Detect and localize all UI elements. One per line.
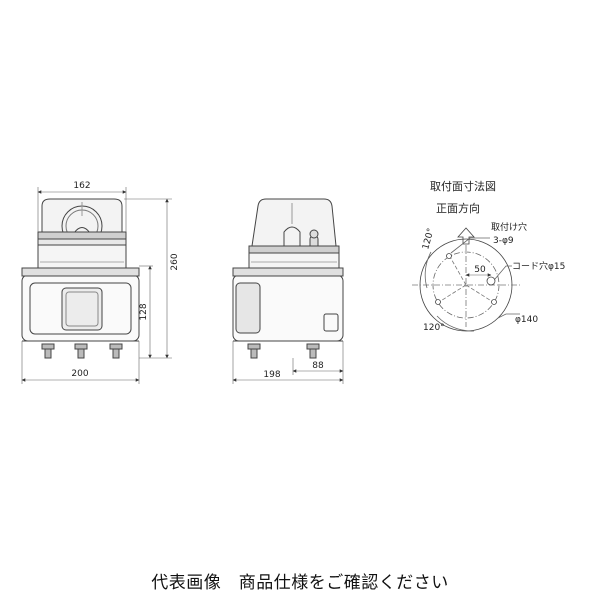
front-window [61, 287, 103, 331]
mount-offset-label: 50 [474, 265, 486, 275]
front-terminals [41, 343, 123, 359]
mount-hole-3 [491, 299, 497, 305]
side-depth-total-label: 198 [263, 370, 280, 380]
mount-direction-label: 正面方向 [436, 201, 480, 215]
front-height-total-label: 260 [170, 253, 180, 270]
side-terminals [247, 343, 320, 359]
mount-view [412, 227, 520, 332]
mount-hole-1 [446, 253, 452, 259]
side-collar [248, 245, 340, 254]
mount-pcd-circle [432, 251, 500, 319]
mount-title: 取付面寸法図 [430, 179, 496, 193]
front-height-base-label: 128 [139, 303, 149, 320]
representative-image-caption: 代表画像 商品仕様をご確認ください [151, 573, 449, 593]
mount-hole-2 [435, 299, 441, 305]
mount-cord-hole-label: コード穴φ15 [512, 260, 565, 272]
front-direction-arrow-icon [457, 227, 475, 245]
front-view [21, 198, 140, 359]
front-width-top-label: 162 [73, 181, 90, 191]
front-width-base-label: 200 [71, 369, 88, 379]
mount-cord-hole [486, 276, 496, 286]
side-depth-offset-label: 88 [312, 361, 324, 371]
mount-hole-spec: 3-φ9 [493, 236, 514, 246]
mount-pcd-label: φ140 [515, 315, 538, 325]
side-bracket [235, 282, 261, 334]
side-view [232, 198, 344, 359]
side-cover [323, 313, 339, 332]
mount-angle-top: 120° [421, 227, 436, 251]
front-window-frame [29, 282, 132, 335]
front-collar [37, 231, 127, 240]
side-dome [251, 198, 337, 247]
mount-angle-bottom: 120° [423, 323, 445, 333]
mount-hole-label: 取付け穴 [491, 221, 527, 233]
